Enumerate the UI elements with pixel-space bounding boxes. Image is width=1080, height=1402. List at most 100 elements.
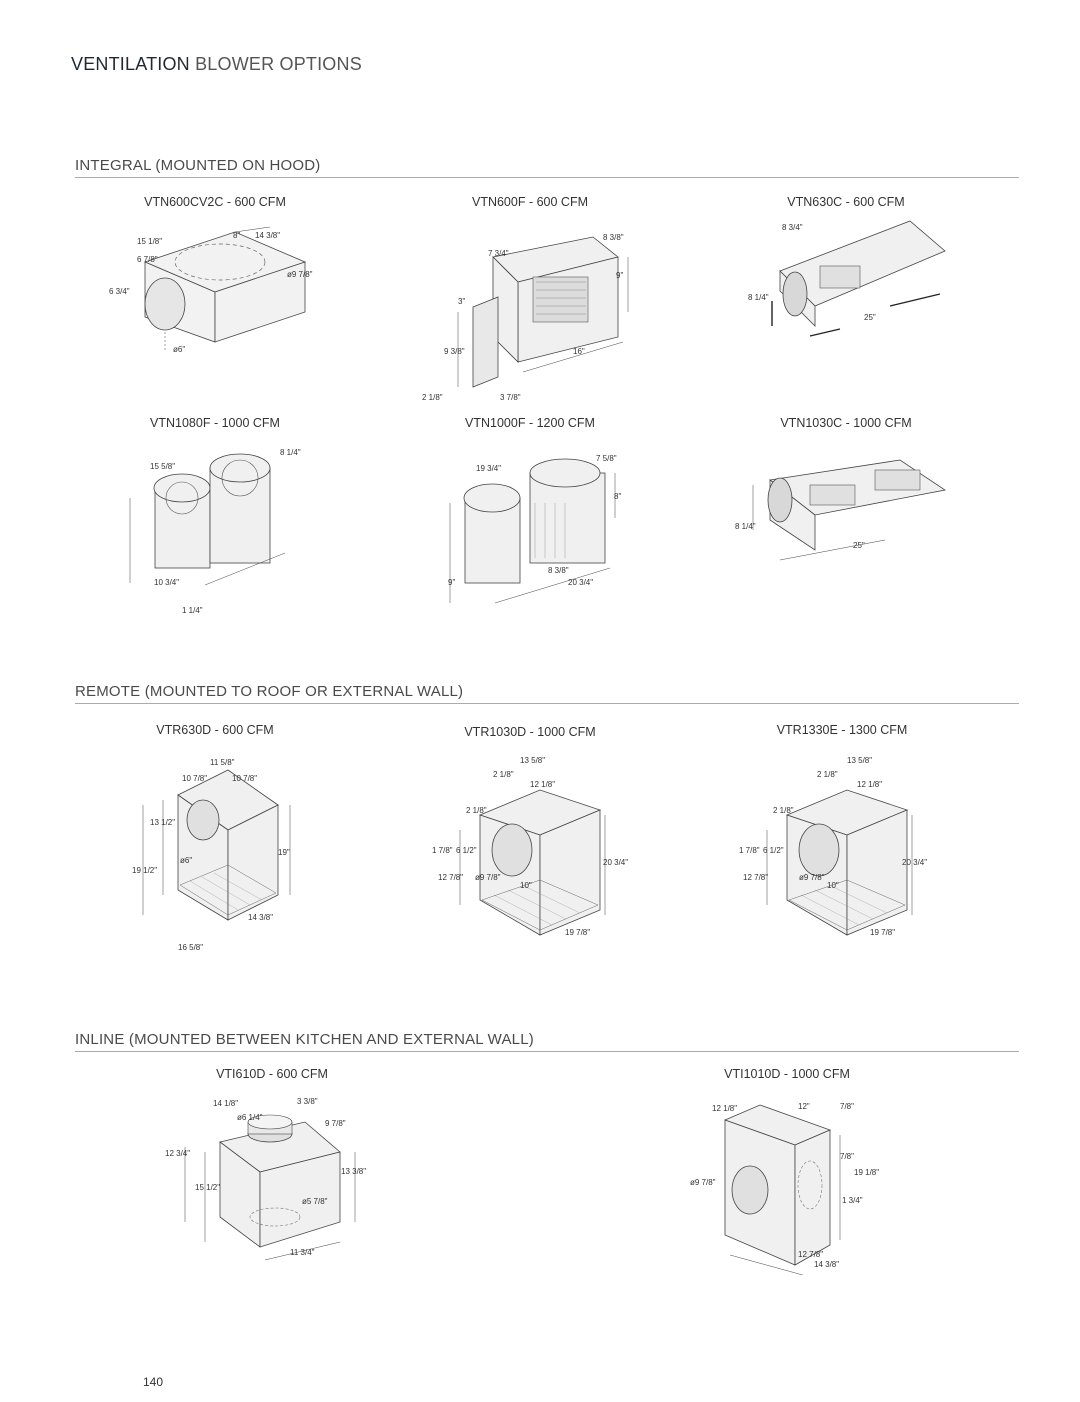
- dim-label: 14 3/8": [255, 231, 280, 240]
- model-caption: VTR630D - 600 CFM: [156, 723, 274, 737]
- dim-label: ø9 7/8": [475, 873, 501, 882]
- diagram-vtn600cv2c: 15 1/8" 8" 14 3/8" 6 7/8" ø9 7/8" 6 3/4"…: [109, 226, 313, 354]
- dim-label: 3 7/8": [500, 393, 521, 402]
- dim-label: 13 5/8": [847, 756, 872, 765]
- dim-label: ø9 7/8": [799, 873, 825, 882]
- dim-label: 10": [520, 881, 532, 890]
- dim-label: 25": [853, 541, 865, 550]
- dim-label: 25": [864, 313, 876, 322]
- dim-label: 11 3/4": [290, 1248, 315, 1257]
- dim-label: 19 7/8": [565, 928, 590, 937]
- model-caption: VTI1010D - 1000 CFM: [724, 1067, 850, 1081]
- dim-label: 1 7/8": [432, 846, 453, 855]
- dim-label: 2 1/8": [817, 770, 838, 779]
- dim-label: 7 3/4": [488, 249, 509, 258]
- dim-label: 2 1/8": [773, 806, 794, 815]
- dim-label: 2 1/8": [422, 393, 443, 402]
- diagram-vtn1030c: 8 1/4" 25": [735, 459, 947, 561]
- dim-label: 13 5/8": [520, 756, 545, 765]
- dim-label: 3 3/8": [297, 1097, 318, 1106]
- dim-label: 7/8": [840, 1152, 854, 1161]
- dim-label: 12 7/8": [798, 1250, 823, 1259]
- dim-label: 9": [448, 578, 455, 587]
- dim-label: 16 5/8": [178, 943, 203, 952]
- dim-label: 7/8": [840, 1102, 854, 1111]
- dim-label: 9 7/8": [325, 1119, 346, 1128]
- section-heading-inline: INLINE (MOUNTED BETWEEN KITCHEN AND EXTE…: [75, 1031, 1019, 1052]
- dim-label: 8 1/4": [280, 448, 301, 457]
- dim-label: ø5 7/8": [302, 1197, 328, 1206]
- dim-label: 19 3/4": [476, 464, 501, 473]
- diagram-vtn630c: 8 3/4" 8 1/4" 25": [748, 220, 946, 337]
- dim-label: 1 1/4": [182, 606, 203, 615]
- dim-label: 19": [278, 848, 290, 857]
- model-caption: VTN630C - 600 CFM: [787, 195, 905, 209]
- model-caption: VTR1330E - 1300 CFM: [776, 723, 908, 737]
- dim-label: 13 1/2": [150, 818, 175, 827]
- dim-label: 16": [573, 347, 585, 356]
- dim-label: 10": [827, 881, 839, 890]
- diagram-vti610d: 14 1/8" 3 3/8" ø6 1/4" 9 7/8" 12 3/4" 15…: [165, 1097, 366, 1261]
- dim-label: 8 1/4": [735, 522, 756, 531]
- dim-label: 1 3/4": [842, 1196, 863, 1205]
- dim-label: 12 7/8": [743, 873, 768, 882]
- page-title-sub: BLOWER OPTIONS: [195, 54, 362, 74]
- dim-label: 12 3/4": [165, 1149, 190, 1158]
- dim-label: ø6": [180, 856, 192, 865]
- section-heading-remote: REMOTE (MOUNTED TO ROOF OR EXTERNAL WALL…: [75, 683, 1019, 704]
- model-caption: VTN1080F - 1000 CFM: [150, 416, 280, 430]
- dim-label: 8": [233, 231, 240, 240]
- dim-label: 8 3/8": [548, 566, 569, 575]
- diagram-vti1010d: 12 1/8" 12" 7/8" 7/8" ø9 7/8" 19 1/8" 1 …: [690, 1102, 879, 1275]
- dim-label: 19 1/2": [132, 866, 157, 875]
- dim-label: 2 1/8": [466, 806, 487, 815]
- diagram-vtn1080f: 8 1/4" 15 5/8" 10 3/4" 1 1/4": [129, 448, 301, 615]
- model-caption: VTN600CV2C - 600 CFM: [144, 195, 286, 209]
- dim-label: 10 3/4": [154, 578, 179, 587]
- model-caption: VTN1000F - 1200 CFM: [465, 416, 595, 430]
- dim-label: 13 3/8": [341, 1167, 366, 1176]
- model-caption: VTN600F - 600 CFM: [471, 195, 588, 209]
- page-title-main: VENTILATION: [71, 54, 190, 74]
- dim-label: 9": [616, 271, 623, 280]
- dim-label: ø6": [173, 345, 185, 354]
- dim-label: ø6 1/4": [237, 1113, 263, 1122]
- dim-label: 10 7/8": [182, 774, 207, 783]
- dim-label: 1 7/8": [739, 846, 760, 855]
- dim-label: 6 3/4": [109, 287, 130, 296]
- dim-label: 12 7/8": [438, 873, 463, 882]
- dim-label: 6 1/2": [456, 846, 477, 855]
- diagram-vtn600f: 8 3/8" 7 3/4" 9" 3" 9 3/8" 16" 2 1/8" 3 …: [422, 233, 629, 402]
- diagram-vtr1030d: 13 5/8" 2 1/8" 12 1/8" 2 1/8" 1 7/8" 6 1…: [432, 756, 628, 937]
- dim-label: ø9 7/8": [690, 1178, 716, 1187]
- dim-label: 15 1/2": [195, 1183, 220, 1192]
- dim-label: 10 7/8": [232, 774, 257, 783]
- page-title: VENTILATION BLOWER OPTIONS: [71, 54, 362, 75]
- dim-label: 8 3/8": [603, 233, 624, 242]
- dim-label: 3": [458, 297, 465, 306]
- dim-label: 2 1/8": [493, 770, 514, 779]
- dim-label: 8": [614, 492, 621, 501]
- model-caption: VTR1030D - 1000 CFM: [464, 725, 596, 739]
- diagram-vtr630d: 11 5/8" 10 7/8" 10 7/8" 13 1/2" ø6" 19 1…: [132, 758, 291, 952]
- dim-label: ø9 7/8": [287, 270, 313, 279]
- diagram-vtr1330e: 13 5/8" 2 1/8" 12 1/8" 2 1/8" 1 7/8" 6 1…: [739, 756, 927, 937]
- dim-label: 20 3/4": [902, 858, 927, 867]
- model-caption: VTN1030C - 1000 CFM: [780, 416, 912, 430]
- dim-label: 12 1/8": [712, 1104, 737, 1113]
- dim-label: 8 3/4": [782, 223, 803, 232]
- dim-label: 12 1/8": [530, 780, 555, 789]
- dim-label: 7 5/8": [596, 454, 617, 463]
- dim-label: 20 3/4": [603, 858, 628, 867]
- dim-label: 9 3/8": [444, 347, 465, 356]
- dim-label: 8 1/4": [748, 293, 769, 302]
- dim-label: 15 5/8": [150, 462, 175, 471]
- section-heading-integral: INTEGRAL (MOUNTED ON HOOD): [75, 157, 1019, 178]
- dim-label: 6 7/8": [137, 255, 158, 264]
- dim-label: 19 1/8": [854, 1168, 879, 1177]
- dim-label: 14 3/8": [814, 1260, 839, 1269]
- dim-label: 12 1/8": [857, 780, 882, 789]
- model-caption: VTI610D - 600 CFM: [216, 1067, 328, 1081]
- dim-label: 14 1/8": [213, 1099, 238, 1108]
- dim-label: 14 3/8": [248, 913, 273, 922]
